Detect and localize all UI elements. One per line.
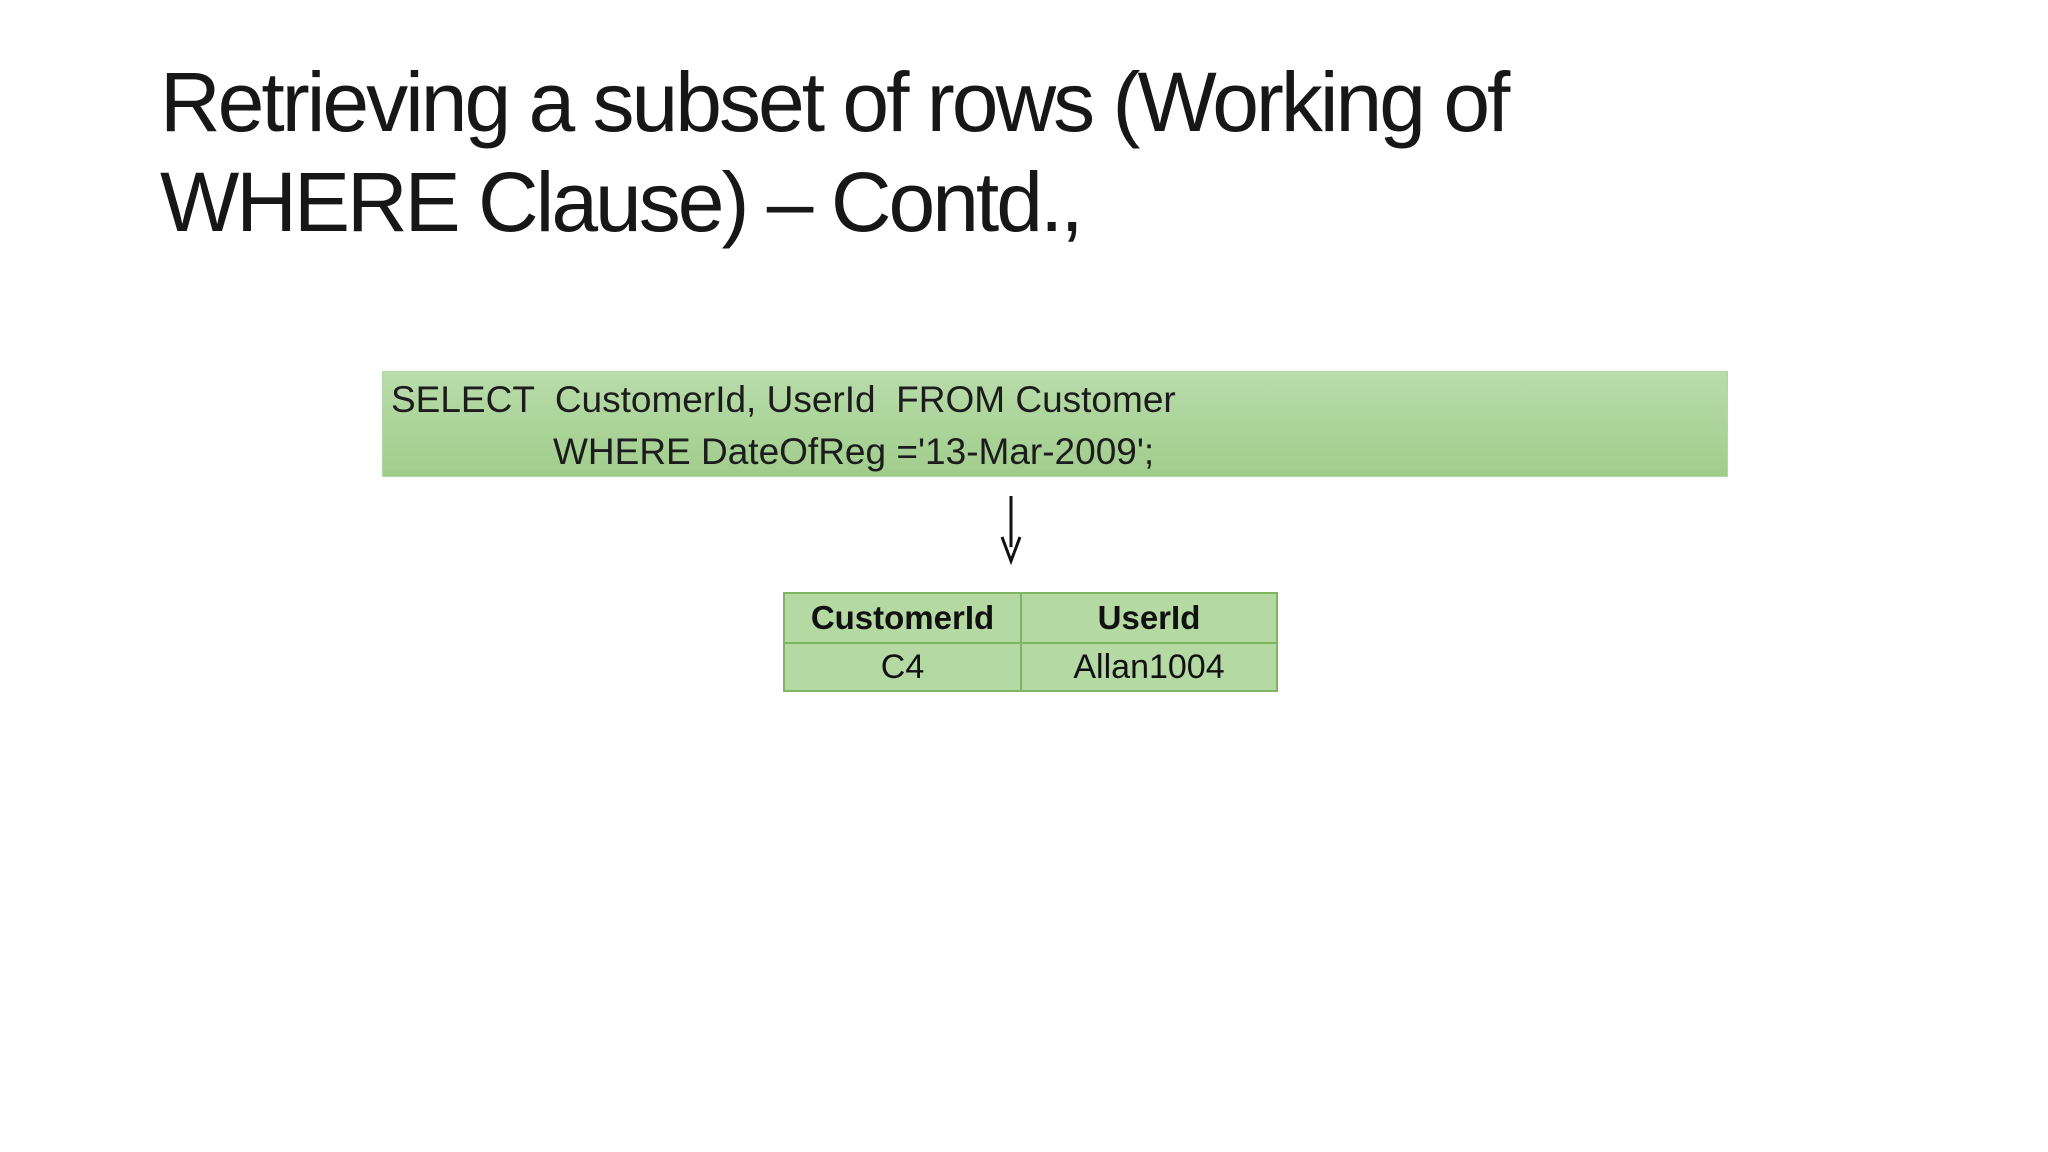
table-header-row: CustomerId UserId xyxy=(783,592,1278,644)
page-title: Retrieving a subset of rows (Working of … xyxy=(160,52,1510,252)
cell-userid: Allan1004 xyxy=(1020,642,1278,692)
sql-line-2: WHERE DateOfReg ='13-Mar-2009'; xyxy=(553,431,1155,472)
title-line-2: WHERE Clause) – Contd., xyxy=(160,155,1084,249)
sql-query-box: SELECT CustomerId, UserId FROM Customer … xyxy=(382,371,1728,477)
column-header-userid: UserId xyxy=(1020,592,1278,644)
down-arrow-icon xyxy=(991,493,1031,566)
sql-line-1: SELECT CustomerId, UserId FROM Customer xyxy=(391,379,1176,420)
column-header-customerid: CustomerId xyxy=(783,592,1022,644)
title-line-1: Retrieving a subset of rows (Working of xyxy=(160,55,1510,149)
cell-customerid: C4 xyxy=(783,642,1022,692)
result-table: CustomerId UserId C4 Allan1004 xyxy=(783,592,1278,692)
table-row: C4 Allan1004 xyxy=(783,642,1278,692)
